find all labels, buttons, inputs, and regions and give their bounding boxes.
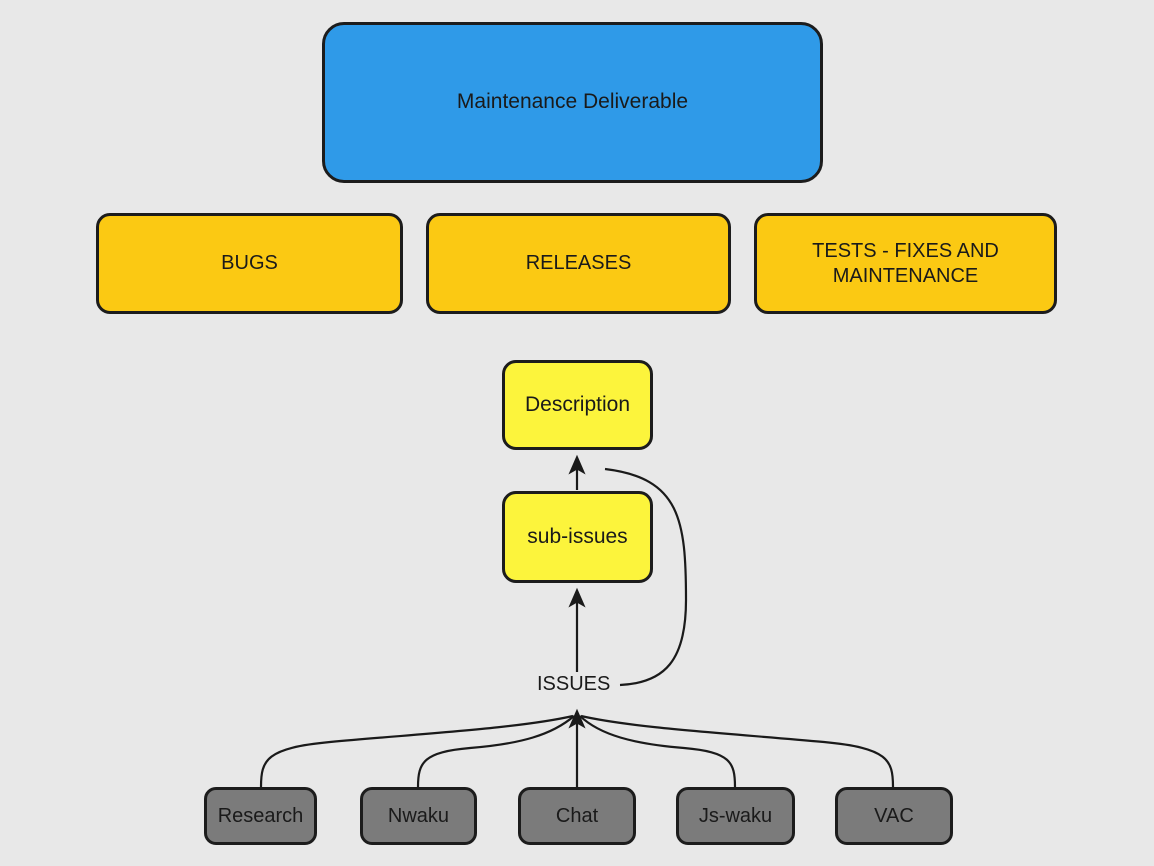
node-source-chat[interactable]: Chat — [518, 787, 636, 845]
edge-label-issues: ISSUES — [534, 673, 614, 696]
node-description[interactable]: Description — [502, 360, 653, 450]
edge-research-to-issues — [259, 714, 574, 788]
node-source-nwaku[interactable]: Nwaku — [360, 787, 477, 845]
node-source-vac[interactable]: VAC — [835, 787, 953, 845]
edge-vac-to-issues — [580, 714, 895, 788]
node-source-research[interactable]: Research — [204, 787, 317, 845]
node-sub-issues[interactable]: sub-issues — [502, 491, 653, 583]
edge-nwaku-to-issues — [416, 715, 575, 788]
node-maintenance-deliverable[interactable]: Maintenance Deliverable — [322, 22, 823, 183]
node-source-js-waku[interactable]: Js-waku — [676, 787, 795, 845]
edge-jswaku-to-issues — [579, 715, 737, 788]
node-category-tests-fixes-and-maintenance[interactable]: TESTS - FIXES AND MAINTENANCE — [754, 213, 1057, 314]
node-category-bugs[interactable]: BUGS — [96, 213, 403, 314]
node-category-releases[interactable]: RELEASES — [426, 213, 731, 314]
